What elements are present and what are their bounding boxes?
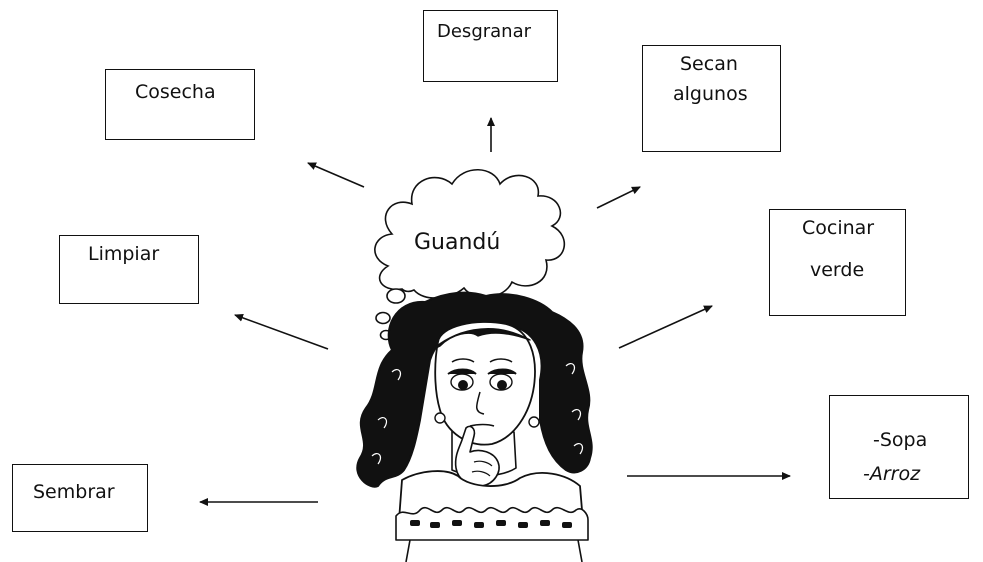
hair xyxy=(356,291,593,488)
box-cosecha xyxy=(105,69,255,140)
label-cocinar-line1: Cocinar xyxy=(802,217,875,239)
label-secan-line1: Secan xyxy=(680,53,738,75)
box-secan-algunos xyxy=(642,45,781,152)
label-secan-line2: algunos xyxy=(673,83,748,105)
arrow-to-cocinar xyxy=(618,305,713,349)
label-sopa: -Sopa xyxy=(873,429,928,451)
arrow-to-limpiar xyxy=(234,313,329,350)
arrow-to-cosecha xyxy=(307,162,365,188)
label-desgranar: Desgranar xyxy=(437,21,532,42)
label-cosecha: Cosecha xyxy=(135,81,216,103)
face xyxy=(434,321,536,446)
label-arroz: -Arroz xyxy=(863,463,921,485)
box-sopa-arroz xyxy=(829,395,969,499)
arrow-to-secan xyxy=(596,186,641,209)
label-cocinar-line2: verde xyxy=(810,259,865,281)
thinking-woman-illustration xyxy=(356,291,593,562)
box-limpiar xyxy=(59,235,199,304)
thinking-hand xyxy=(454,425,500,488)
box-cocinar-verde xyxy=(769,209,906,316)
label-sembrar: Sembrar xyxy=(33,481,115,503)
center-label: Guandú xyxy=(414,230,501,255)
box-sembrar xyxy=(12,464,148,532)
box-desgranar xyxy=(423,10,558,82)
label-limpiar: Limpiar xyxy=(88,243,160,265)
thought-cloud xyxy=(374,169,566,341)
